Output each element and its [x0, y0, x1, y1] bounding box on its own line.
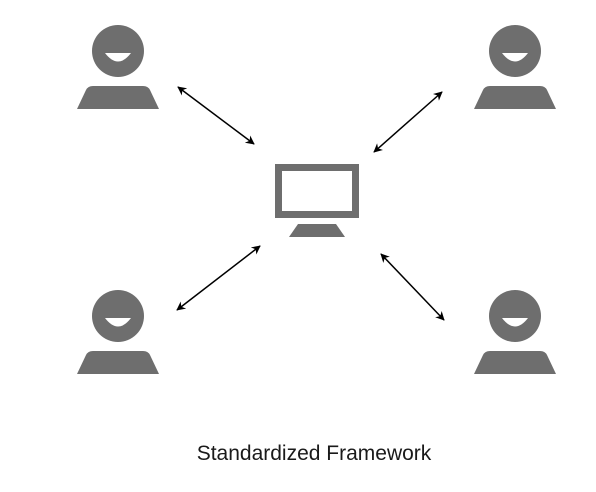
user-icon [77, 25, 159, 109]
user-icon [474, 25, 556, 109]
connection-arrow [176, 245, 261, 311]
user-icon [77, 290, 159, 374]
connection-arrow [177, 86, 255, 145]
connection-arrow [380, 253, 445, 321]
diagram-caption: Standardized Framework [196, 442, 432, 465]
connection-arrow [373, 91, 443, 153]
user-icon [474, 290, 556, 374]
computer-monitor-icon [275, 164, 359, 237]
